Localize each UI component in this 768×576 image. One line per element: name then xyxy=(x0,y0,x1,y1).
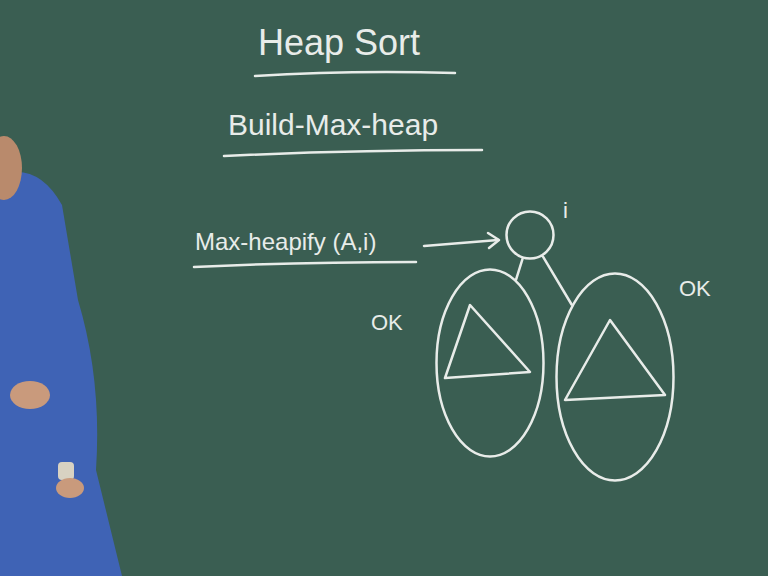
subtree-ellipse-outline xyxy=(555,272,675,482)
node-label: OK xyxy=(371,310,403,336)
tree-edge xyxy=(516,259,522,280)
lecturer-watch xyxy=(58,462,74,480)
root-circle-outline xyxy=(505,210,555,260)
lecturer-hand xyxy=(56,478,84,498)
pointer-arrow xyxy=(424,240,498,246)
title-underline xyxy=(255,72,455,76)
subtree-ellipse-outline xyxy=(557,274,674,481)
heading-underline xyxy=(224,150,482,156)
root-circle-outline xyxy=(507,212,554,259)
subtree-triangle xyxy=(565,320,665,400)
node-label: i xyxy=(563,198,568,224)
root-circle: i xyxy=(505,210,555,260)
board-heading: Max-heapify (A,i) xyxy=(195,228,376,256)
heading-underline xyxy=(194,262,416,267)
tree-edge xyxy=(543,256,572,304)
subtree-ellipse-outline xyxy=(437,270,544,457)
board-heading: Build-Max-heap xyxy=(228,108,438,142)
node-label: OK xyxy=(679,276,711,302)
subtree-ellipse: OK xyxy=(435,268,545,458)
lecturer-shirt xyxy=(0,172,122,576)
pointer-arrowhead xyxy=(488,233,499,248)
subtree-ellipse: OK xyxy=(555,272,675,482)
lecturer-face xyxy=(0,136,22,200)
subtree-triangle xyxy=(445,305,530,378)
lecturer-hand xyxy=(10,381,50,409)
subtree-ellipse-outline xyxy=(435,268,545,458)
board-title: Heap Sort xyxy=(258,22,420,64)
